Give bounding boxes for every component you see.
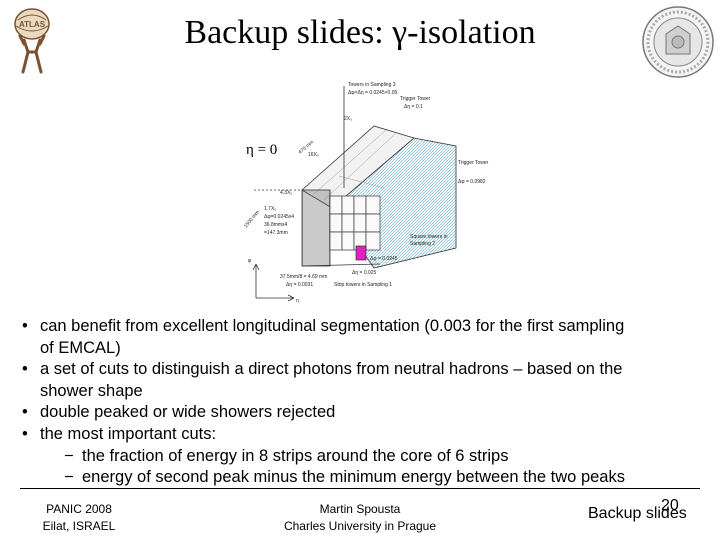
sub-bullet-text: the fraction of energy in 8 strips aroun… [82,446,509,465]
footer-conference-place: Eilat, ISRAEL [42,519,116,533]
sub-bullet-text: energy of second peak minus the minimum … [82,468,625,487]
bullet-item: • the most important cuts: [20,424,710,446]
figure-label: η [296,298,299,304]
sub-bullet-dash: − [64,468,74,487]
bullet-item: • a set of cuts to distinguish a direct … [20,359,710,402]
figure-label: Sampling 2 [410,241,435,247]
figure-label: 1500 mm [243,209,261,229]
bullet-text: can benefit from excellent longitudinal … [40,317,625,335]
bullet-dot: • [22,317,28,335]
figure-label: Δη = 0.025 [352,270,377,276]
calorimeter-module-diagram: η = 0 Towers in Sampling 3 Δφ×Δη = 0.024… [243,82,489,304]
footer-divider [20,488,700,489]
bullet-text-cont: shower shape [40,381,143,400]
figure-label: 2X₀ [344,116,352,122]
figure-label: Δη = 0.0031 [286,282,313,288]
bullet-text-cont: of EMCAL) [40,338,121,357]
footer-author: Martin Spousta Charles University in Pra… [270,501,450,535]
sub-bullet-item: − the fraction of energy in 8 strips aro… [20,446,710,468]
eta-zero-label: η = 0 [246,142,277,158]
figure-label: Δφ = 0.0245 [370,256,398,262]
bullet-dot: • [22,360,28,379]
bullet-text: the most important cuts: [40,424,217,443]
figure-label: Towers in Sampling 3 [348,82,396,88]
footer-author-name: Martin Spousta [319,502,401,516]
figure-label: =147.3mm [264,230,288,236]
highlighted-cell [355,245,367,261]
footer-conference: PANIC 2008 Eilat, ISRAEL [24,501,134,535]
figure-label: Trigger Tower [400,96,431,102]
footer-author-affiliation: Charles University in Prague [283,519,437,533]
figure-label: 1.7X₀ [264,206,276,212]
figure-label: 4.3X₀ [280,190,292,196]
figure-label: Strip towers in Sampling 1 [334,282,392,288]
footer-conference-name: PANIC 2008 [46,502,112,516]
bullet-text: a set of cuts to distinguish a direct ph… [40,360,623,379]
bullet-item: • can benefit from excellent longitudina… [20,316,710,359]
sub-bullet-item: − energy of second peak minus the minimu… [20,467,710,489]
figure-label: 37.5mm/8 = 4.69 mm [280,274,327,280]
bullet-text: double peaked or wide showers rejected [40,403,336,422]
page-number: 20 [661,497,679,514]
university-seal-logo [642,6,714,78]
figure-label: Δη = 0.1 [404,104,423,110]
figure-label: Δφ×Δη = 0.0245×0.05 [348,90,397,96]
figure-label: Δφ = 0.0982 [458,179,486,185]
figure-label: φ [248,258,252,264]
figure-label: Trigger Tower [458,160,489,166]
figure-label: Δφ=0.0245x4 [264,214,294,220]
figure-label: 16X₀ [308,152,319,158]
atlas-logo: ATLAS [14,8,50,74]
slide-title: Backup slides: γ-isolation [184,14,536,51]
figure-label: Square towers in [410,234,448,240]
atlas-logo-text: ATLAS [19,20,46,29]
bullet-item: • double peaked or wide showers rejected [20,402,710,424]
footer-section: Backup slides [588,505,687,522]
bullet-list: • can benefit from excellent longitudina… [20,316,710,489]
figure-label: 36.8mmx4 [264,222,288,228]
sub-bullet-dash: − [64,446,74,465]
bullet-dot: • [22,403,28,422]
bullet-dot: • [22,424,28,443]
